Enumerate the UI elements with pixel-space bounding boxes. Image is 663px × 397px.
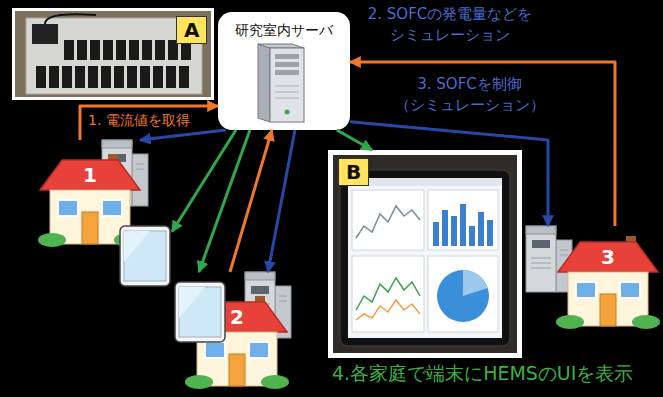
drive-bay	[275, 70, 299, 75]
photo-frame	[12, 8, 214, 100]
server-side	[258, 44, 270, 122]
arrow-connector	[350, 122, 548, 226]
breaker-panel-photo	[12, 8, 214, 100]
drive-bay	[275, 62, 299, 67]
home-2	[175, 272, 291, 389]
home-3	[526, 226, 660, 329]
label-holder: 1. 電流値を取得	[88, 111, 190, 129]
ui-panel	[428, 256, 498, 332]
photo-table	[333, 155, 517, 353]
arrow-connector	[140, 130, 226, 140]
home-group: 2	[175, 272, 293, 388]
photo-panel: A	[12, 8, 214, 100]
server-name: 研究室内サーバ	[235, 21, 333, 39]
home-group: 3	[526, 226, 658, 332]
arrow-connector	[172, 130, 236, 232]
photo-frame	[328, 150, 522, 358]
photo-tag: B	[338, 158, 369, 186]
breaker-row	[36, 66, 189, 88]
arrow-connector	[230, 130, 272, 272]
sensor-cable	[45, 14, 96, 24]
step-label: 3. SOFCを制御 （シミュレーション）	[382, 74, 557, 116]
breaker-row	[64, 40, 191, 60]
tablet-terminal	[120, 226, 170, 286]
hems-tablet-photo	[328, 150, 522, 358]
label-holder: 4.各家庭で端末にHEMSのUIを表示	[332, 362, 633, 385]
server-box: 研究室内サーバ	[218, 12, 350, 130]
step-label: 4.各家庭で端末にHEMSのUIを表示	[332, 362, 633, 385]
vent-line	[275, 98, 299, 99]
vent-line	[275, 92, 299, 93]
ui-panel	[428, 190, 498, 250]
arrow-connector	[337, 130, 372, 150]
arrow-connector	[80, 106, 218, 140]
vent-line	[275, 86, 299, 87]
home-1	[38, 140, 170, 286]
step-label: 2. SOFCの発電量などを シミュレーション	[352, 4, 548, 46]
pie-chart	[437, 270, 489, 322]
arrow-connector	[350, 62, 615, 226]
house-number: 2	[230, 307, 244, 327]
photo-wall	[15, 11, 211, 97]
line-chart	[356, 206, 420, 238]
bar-chart	[433, 204, 493, 246]
tablet-terminal	[175, 282, 225, 342]
sofc-unit	[526, 226, 572, 292]
server-top	[258, 44, 304, 48]
label-holder: 3. SOFCを制御 （シミュレーション）	[382, 74, 557, 116]
ui-panel	[352, 190, 424, 250]
tablet-screen	[348, 178, 502, 338]
arrow-connector	[199, 130, 250, 272]
ui-panel	[352, 256, 424, 332]
house-picture	[556, 236, 660, 329]
server-panel	[218, 12, 350, 130]
drive-bay	[275, 54, 299, 59]
home-group: 1	[40, 140, 172, 288]
server-front	[270, 48, 304, 122]
power-led	[285, 110, 290, 115]
label-holder: 2. SOFCの発電量などを シミュレーション	[352, 4, 548, 46]
tablet-body	[340, 170, 510, 346]
arrow-connector	[268, 130, 295, 272]
pie-slice	[463, 270, 488, 296]
photo-tag: A	[176, 16, 207, 44]
line-chart	[356, 300, 420, 320]
step-label: 1. 電流値を取得	[88, 111, 190, 129]
house-number: 3	[601, 247, 615, 267]
ui-header	[348, 178, 502, 186]
current-sensor	[32, 24, 58, 44]
house-number: 1	[83, 165, 97, 185]
server-box-ground	[218, 12, 350, 130]
photo-panel: B	[328, 150, 522, 358]
